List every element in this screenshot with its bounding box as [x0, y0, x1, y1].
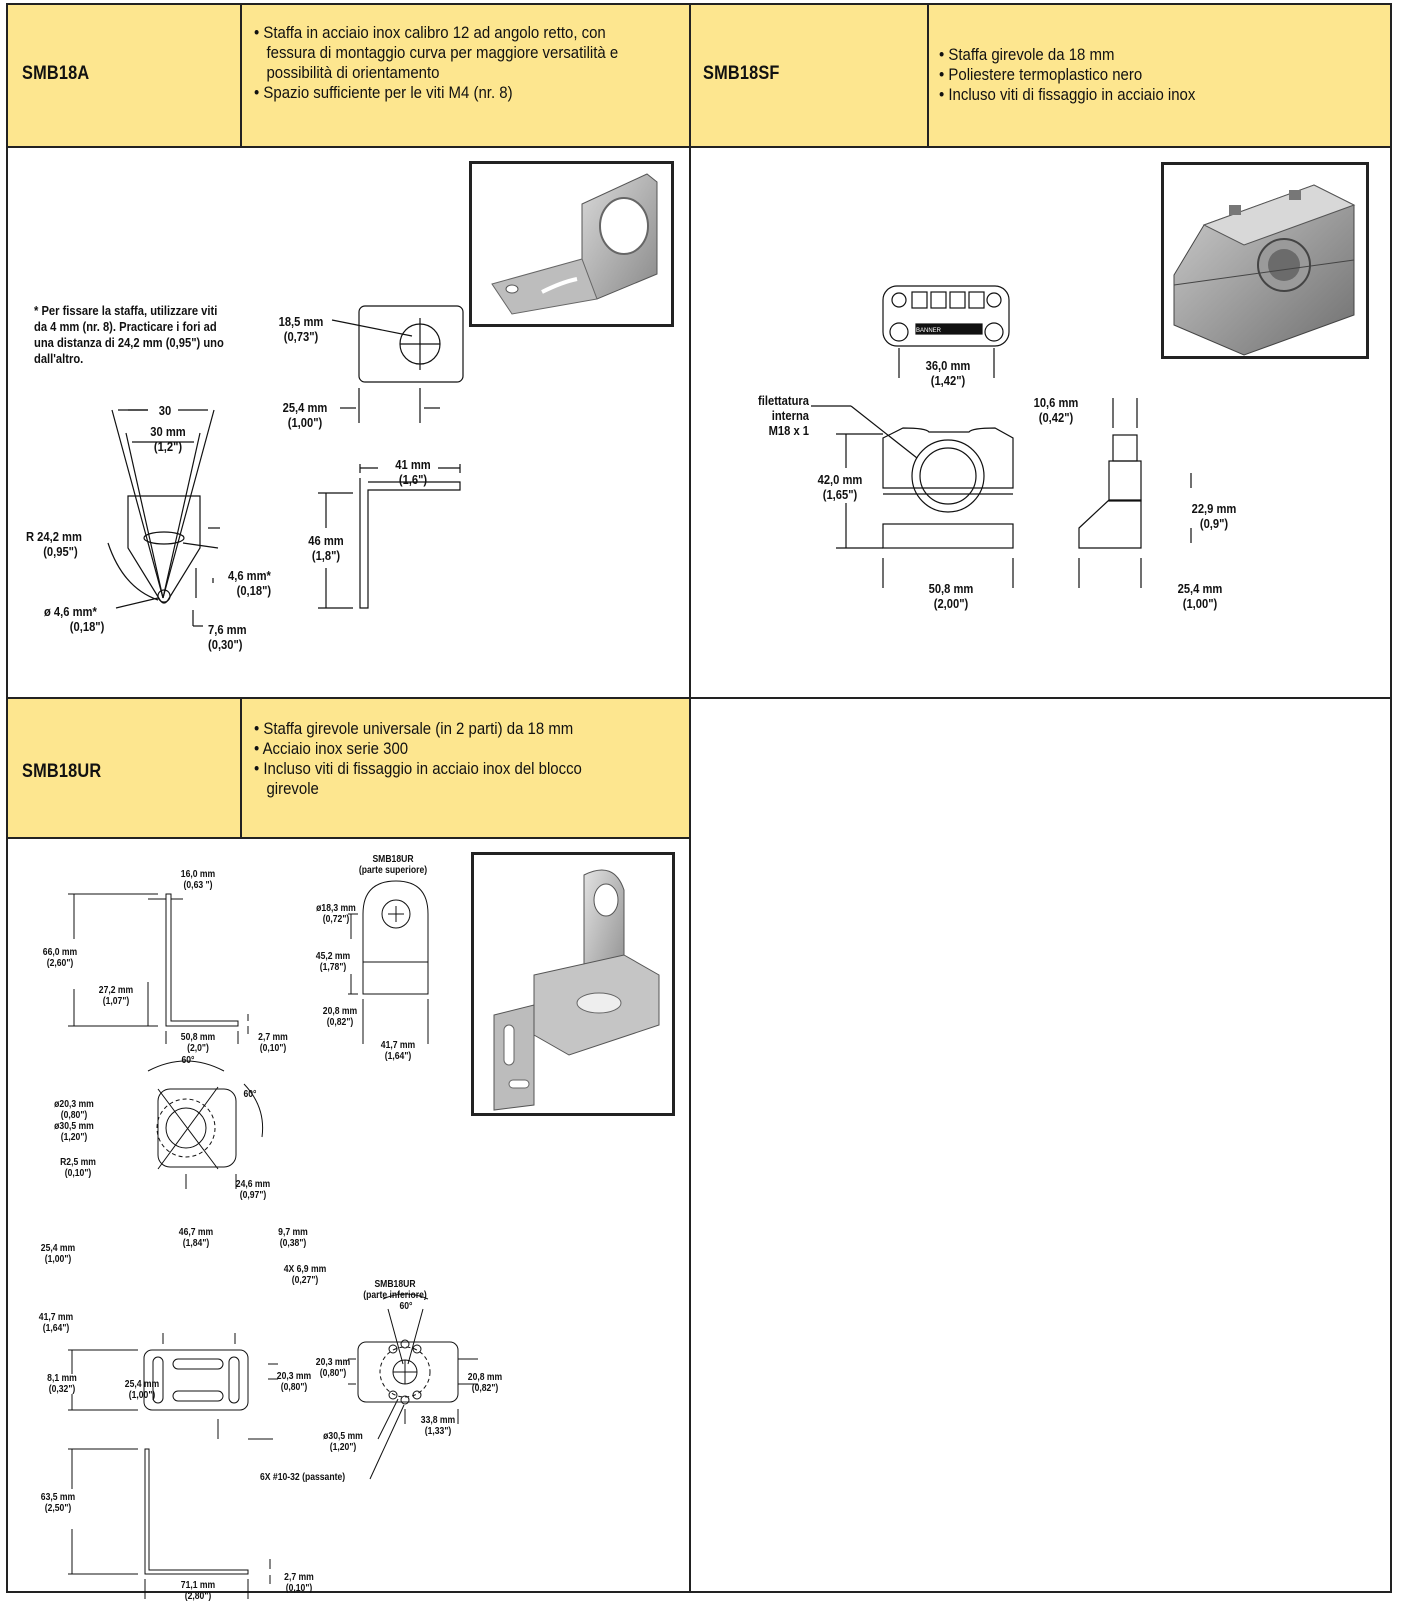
dim-25-4-b: 25,4 mm(1,00") [124, 1379, 160, 1401]
mounting-note: * Per fissare la staffa, utilizzare viti… [34, 303, 224, 366]
dim-2-7-bottom: 2,7 mm(0,10") [284, 1572, 314, 1594]
product-photo-smb18sf [1161, 162, 1369, 359]
bullet: • Staffa girevole da 18 mm [939, 45, 1115, 64]
bullet: • Incluso viti di fissaggio in acciaio i… [939, 85, 1196, 104]
dim-33-8: 33,8 mm(1,33") [420, 1415, 456, 1437]
description-smb18sf: • Staffa girevole da 18 mm • Poliestere … [927, 3, 1392, 148]
dim-45-2: 45,2 mm(1,78") [315, 951, 351, 973]
bullet: girevole [254, 779, 319, 798]
dim-2-7-top: 2,7 mm(0,10") [258, 1032, 288, 1054]
dim-6x-10-32: 6X #10-32 (passante) [260, 1472, 346, 1483]
bullet: fessura di montaggio curva per maggiore … [254, 43, 619, 62]
dim-27-2: 27,2 mm(1,07") [98, 985, 134, 1007]
bullet-list: • Staffa in acciaio inox calibro 12 ad a… [254, 23, 618, 103]
header-smb18ur: SMB18UR [6, 697, 242, 839]
dim-50-8: 50,8 mm(2,0") [180, 1032, 216, 1054]
dim-46: 46 mm(1,8") [308, 533, 344, 563]
model-code: SMB18A [22, 63, 90, 84]
dim-9-7: 9,7 mm(0,38") [278, 1227, 308, 1249]
dim-66-0: 66,0 mm(2,60") [42, 947, 78, 969]
model-code: SMB18UR [22, 761, 102, 782]
dim-18-3: ø18,3 mm(0,72") [316, 903, 356, 925]
dim-4-6-slot: 4,6 mm*(0,18") [228, 568, 272, 598]
universal-photo-illustration [493, 869, 660, 1111]
dim-36-0: 36,0 mm(1,42") [925, 358, 971, 388]
product-photo-smb18a [469, 161, 674, 327]
description-smb18ur: • Staffa girevole universale (in 2 parti… [240, 697, 691, 839]
dim-18-5: 18,5 mm(0,73") [278, 314, 324, 344]
dim-63-5: 63,5 mm(2,50") [40, 1492, 76, 1514]
dim-20-8-b: 20,8 mm(0,82") [467, 1372, 503, 1394]
bullet: possibilità di orientamento [254, 63, 440, 82]
bracket-photo-illustration [491, 173, 658, 315]
model-code: SMB18SF [703, 63, 780, 84]
swivel-photo-illustration [1173, 184, 1356, 356]
dim-30-5-b: ø30,5 mm(1,20") [323, 1431, 363, 1453]
dim-8-1: 8,1 mm(0,32") [47, 1373, 77, 1395]
header-smb18sf: SMB18SF [689, 3, 929, 148]
dim-20-3-dia: ø20,3 mm(0,80") [54, 1099, 94, 1121]
dim-25-4: 25,4 mm(1,00") [282, 400, 328, 430]
smb18ur-dimension-drawing [68, 880, 478, 1599]
dim-30mm: 30 mm(1,2") [150, 424, 186, 454]
dim-41-7: 41,7 mm(1,64") [380, 1040, 416, 1062]
title-bottom-part: SMB18UR(parte inferiore) [363, 1279, 427, 1301]
description-smb18a: • Staffa in acciaio inox calibro 12 ad a… [240, 3, 691, 148]
smb18sf-dimension-drawing: BANNER [811, 285, 1192, 588]
dim-71-1: 71,1 mm(2,80") [180, 1580, 216, 1602]
bullet-list: • Staffa girevole universale (in 2 parti… [254, 719, 582, 799]
product-photo-smb18ur [471, 852, 675, 1116]
bullet: • Staffa girevole universale (in 2 parti… [254, 719, 574, 738]
dim-20-8: 20,8 mm(0,82") [322, 1006, 358, 1028]
empty-cell [689, 697, 1392, 1593]
bullet: • Poliestere termoplastico nero [939, 65, 1143, 84]
bullet: • Spazio sufficiente per le viti M4 (nr.… [254, 83, 513, 102]
dim-24-6: 24,6 mm(0,97") [235, 1179, 271, 1201]
dim-22-9: 22,9 mm(0,9") [1191, 501, 1237, 531]
dim-4x-6-9: 4X 6,9 mm(0,27") [283, 1264, 327, 1286]
header-smb18a: SMB18A [6, 3, 242, 148]
dim-7-6: 7,6 mm(0,30") [208, 622, 247, 652]
dim-50-8: 50,8 mm(2,00") [928, 581, 974, 611]
dim-r2-5: R2,5 mm(0,10") [60, 1157, 96, 1179]
smb18a-dimension-drawing [107, 305, 464, 627]
dim-41-7-b: 41,7 mm(1,64") [38, 1312, 74, 1334]
bullet: • Acciaio inox serie 300 [254, 739, 409, 758]
dim-16-0: 16,0 mm(0,63 ") [180, 869, 216, 891]
dim-angle-30: 30 [158, 403, 172, 418]
dim-42-0: 42,0 mm(1,65") [817, 472, 863, 502]
dim-20-3-b: 20,3 mm(0,80") [276, 1371, 312, 1393]
dim-25-4-a: 25,4 mm(1,00") [40, 1243, 76, 1265]
dim-angle-60b: 60° [243, 1089, 257, 1100]
bullet: • Staffa in acciaio inox calibro 12 ad a… [254, 23, 606, 42]
brand-mark: BANNER [916, 328, 942, 334]
dim-hole-4-6: ø 4,6 mm*(0,18") [44, 604, 105, 634]
dim-angle-60a: 60° [181, 1055, 195, 1066]
title-top-part: SMB18UR(parte superiore) [358, 854, 428, 876]
dim-30-5-dia: ø30,5 mm(1,20") [54, 1121, 94, 1143]
dim-20-3-c: 20,3 mm(0,80") [315, 1357, 351, 1379]
dim-angle-60c: 60° [399, 1301, 413, 1312]
dim-46-7: 46,7 mm(1,84") [178, 1227, 214, 1249]
dim-25-4: 25,4 mm(1,00") [1177, 581, 1223, 611]
dim-r24-2: R 24,2 mm(0,95") [26, 529, 82, 559]
bullet: • Incluso viti di fissaggio in acciaio i… [254, 759, 582, 778]
bullet-list: • Staffa girevole da 18 mm • Poliestere … [939, 45, 1195, 105]
drawing-smb18a: * Per fissare la staffa, utilizzare viti… [6, 146, 691, 699]
dim-10-6: 10,6 mm(0,42") [1033, 395, 1079, 425]
drawing-smb18ur: SMB18UR(parte superiore) SMB18UR(parte i… [6, 837, 691, 1602]
dim-41: 41 mm(1,6") [395, 457, 431, 487]
